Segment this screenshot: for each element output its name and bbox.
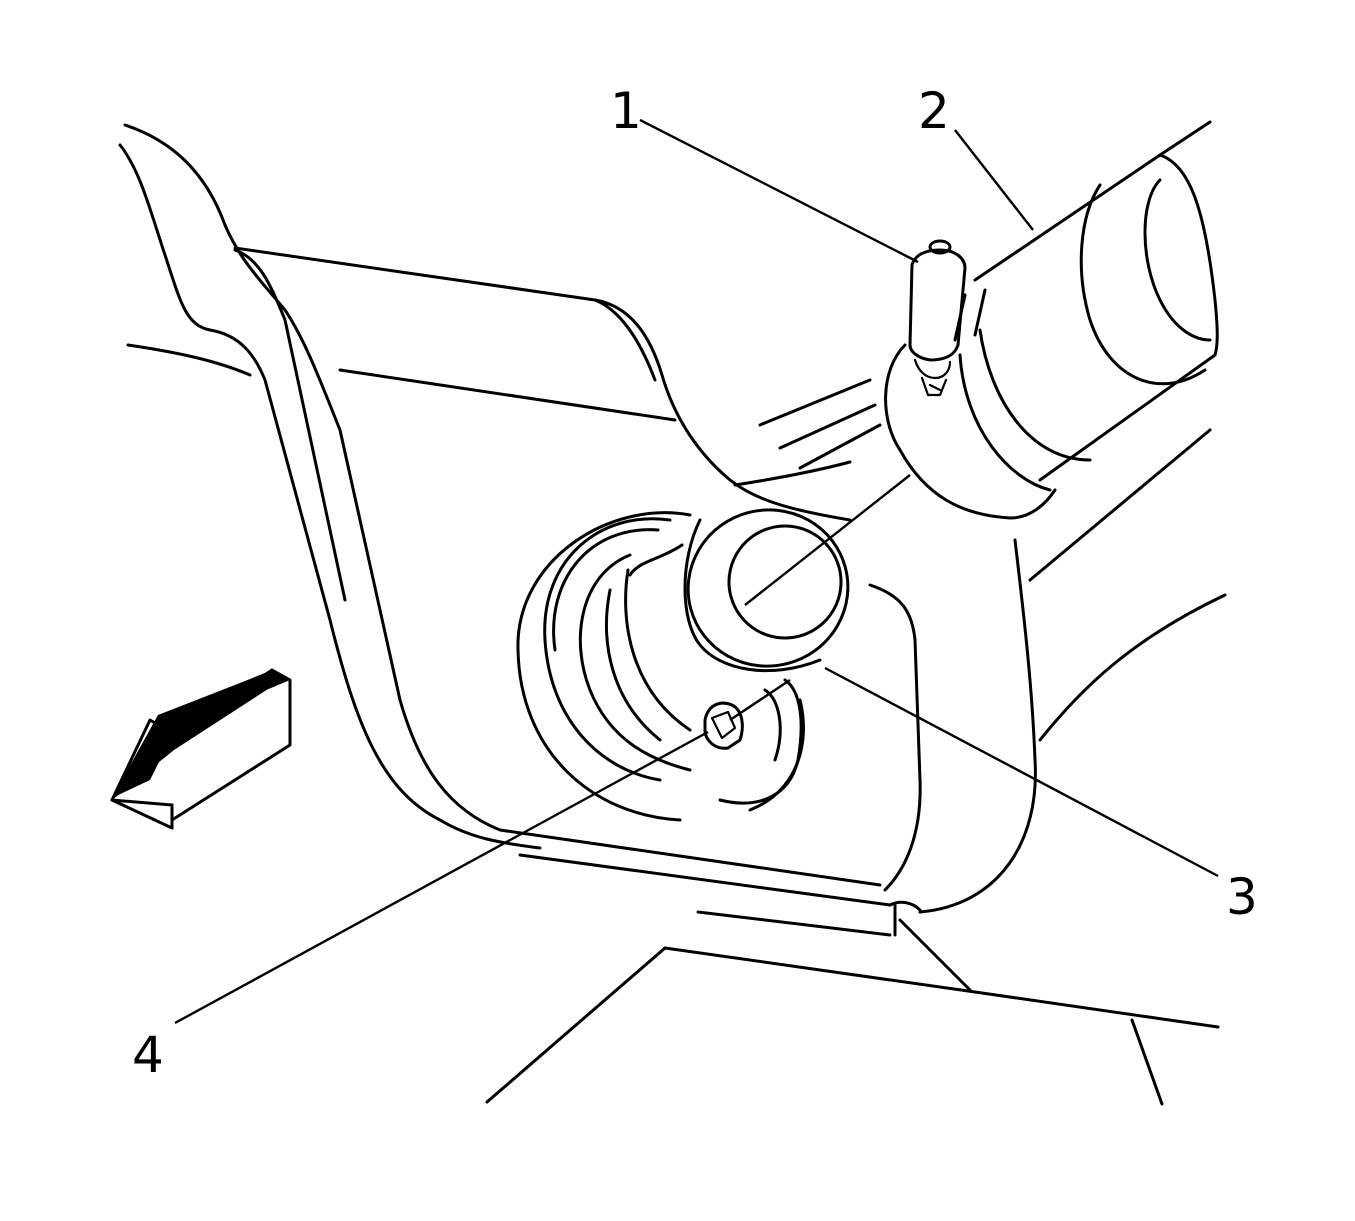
upper-rails xyxy=(733,378,882,487)
bushing-sleeve xyxy=(516,508,850,822)
callout-3: 3 xyxy=(1226,868,1258,926)
leader-line-4 xyxy=(174,730,709,1025)
actuator-cylinder xyxy=(884,120,1219,520)
leader-line-2 xyxy=(954,129,1034,231)
leader-line-3 xyxy=(824,666,1219,878)
callout-2: 2 xyxy=(918,82,950,140)
callout-1: 1 xyxy=(610,82,642,140)
retaining-clip xyxy=(703,701,744,750)
direction-arrow-icon xyxy=(110,668,292,830)
leader-line-inner-2 xyxy=(729,679,791,721)
leader-line-inner xyxy=(744,474,911,606)
leader-line-1 xyxy=(639,118,919,264)
floor-lines xyxy=(485,910,1220,1106)
right-housing xyxy=(868,428,1227,992)
leader-lines xyxy=(174,118,1219,1025)
frame-bracket xyxy=(118,123,922,912)
callout-4: 4 xyxy=(132,1026,164,1084)
retaining-pin xyxy=(908,239,967,397)
